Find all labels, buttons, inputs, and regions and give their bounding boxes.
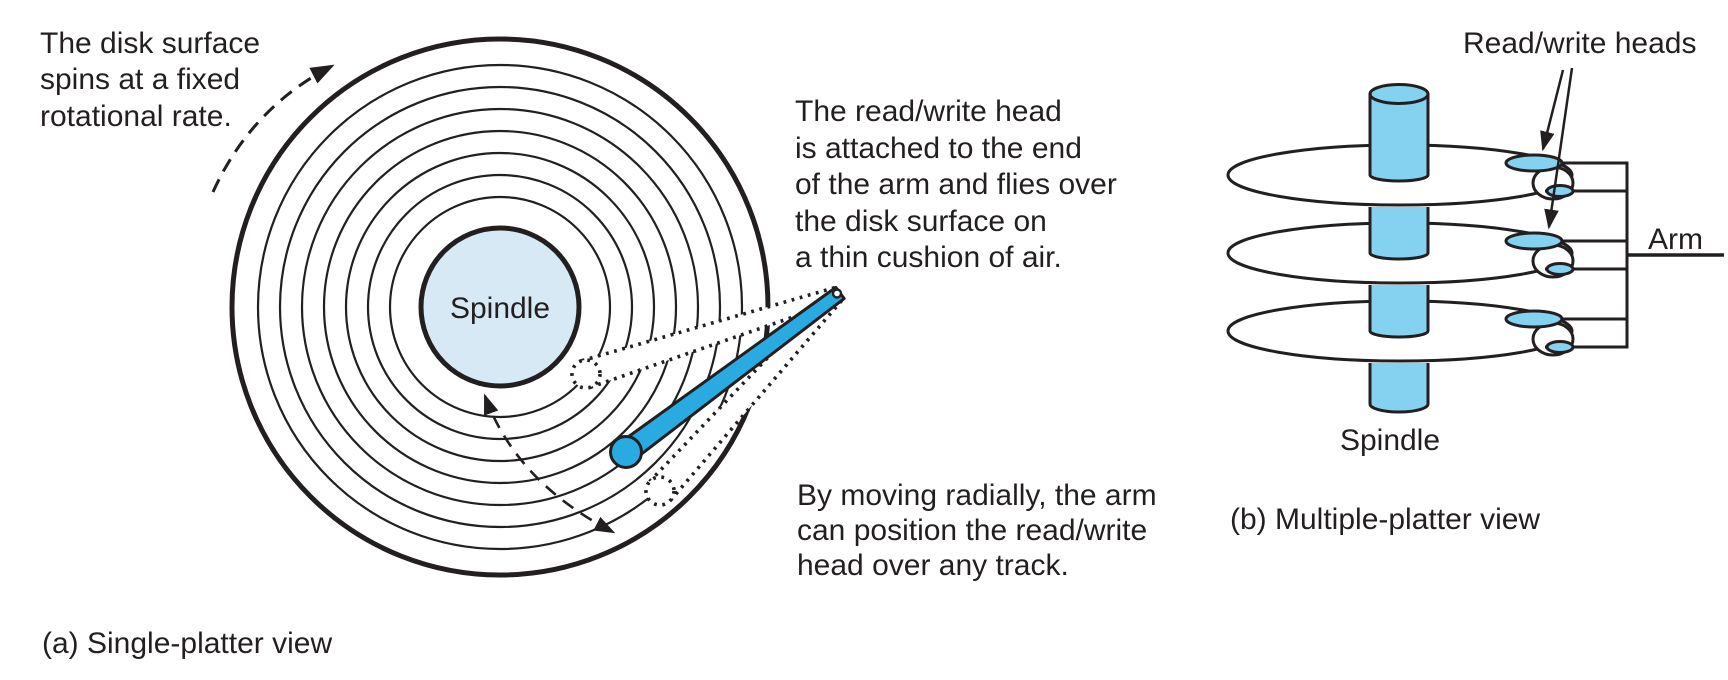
track-ring [256,63,744,551]
caption-multiple-platter: (b) Multiple-platter view [1230,503,1540,536]
move-note-line: head over any track. [797,549,1069,582]
head-note-line: is attached to the end [795,132,1082,165]
spindle-circle [418,225,582,389]
move-note-line: By moving radially, the arm [797,479,1157,512]
move-note: By moving radially, the arm can position… [797,479,1157,582]
spindle-cylinder-segment [1368,363,1430,414]
ghost-arm-upper-body [581,287,841,388]
read-write-head-top [1504,153,1564,173]
read-write-heads-label: Read/write heads [1463,27,1696,60]
heads-pointer-arrow [1544,67,1574,230]
ghost-arm-lower-body [649,289,844,501]
rotation-note: The disk surface spins at a fixed rotati… [40,27,260,133]
read-write-head-top [1504,309,1564,329]
read-write-head-bottom [1545,340,1575,354]
spindle-cylinder-segment [1368,285,1430,339]
spindle-label: Spindle [450,292,550,325]
head-note: The read/write head is attached to the e… [795,95,1117,274]
arm-pivot-hole [831,288,843,299]
caption-single-platter: (a) Single-platter view [42,627,332,660]
spindle-cylinder-segment [1368,94,1430,183]
spindle-cylinder-cap [1368,83,1430,105]
read-write-head-bottom [1545,262,1575,276]
head-note-line: the disk surface on [795,205,1047,238]
arm-label: Arm [1648,223,1703,256]
read-write-head-top [1504,231,1564,251]
move-note-line: can position the read/write [797,514,1147,547]
ghost-head-circle [644,475,676,507]
seek-motion-arc [483,393,616,534]
read-write-head [609,435,643,469]
ghost-arm-upper-edge [581,285,837,363]
head-note-line: The read/write head [795,95,1062,128]
read-write-heads [1504,153,1575,354]
head-note-line: of the arm and flies over [795,168,1117,201]
actuator-arm [609,285,846,469]
ghost-arm-lower [644,288,845,507]
spindle-label-b: Spindle [1340,424,1440,457]
spindle-cylinder-segment [1368,207,1430,261]
heads-pointer-arrow [1540,69,1565,152]
ghost-arm-lower-edge [648,288,835,483]
read-write-head-bottom [1545,184,1575,198]
head-note-line: a thin cushion of air. [795,241,1062,274]
ghost-arm-lower-edge [669,297,845,502]
rotation-note-line: rotational rate. [40,100,232,133]
ghost-head-circle [570,358,602,390]
rotation-note-line: spins at a fixed [40,63,240,96]
rotation-note-line: The disk surface [40,27,260,60]
